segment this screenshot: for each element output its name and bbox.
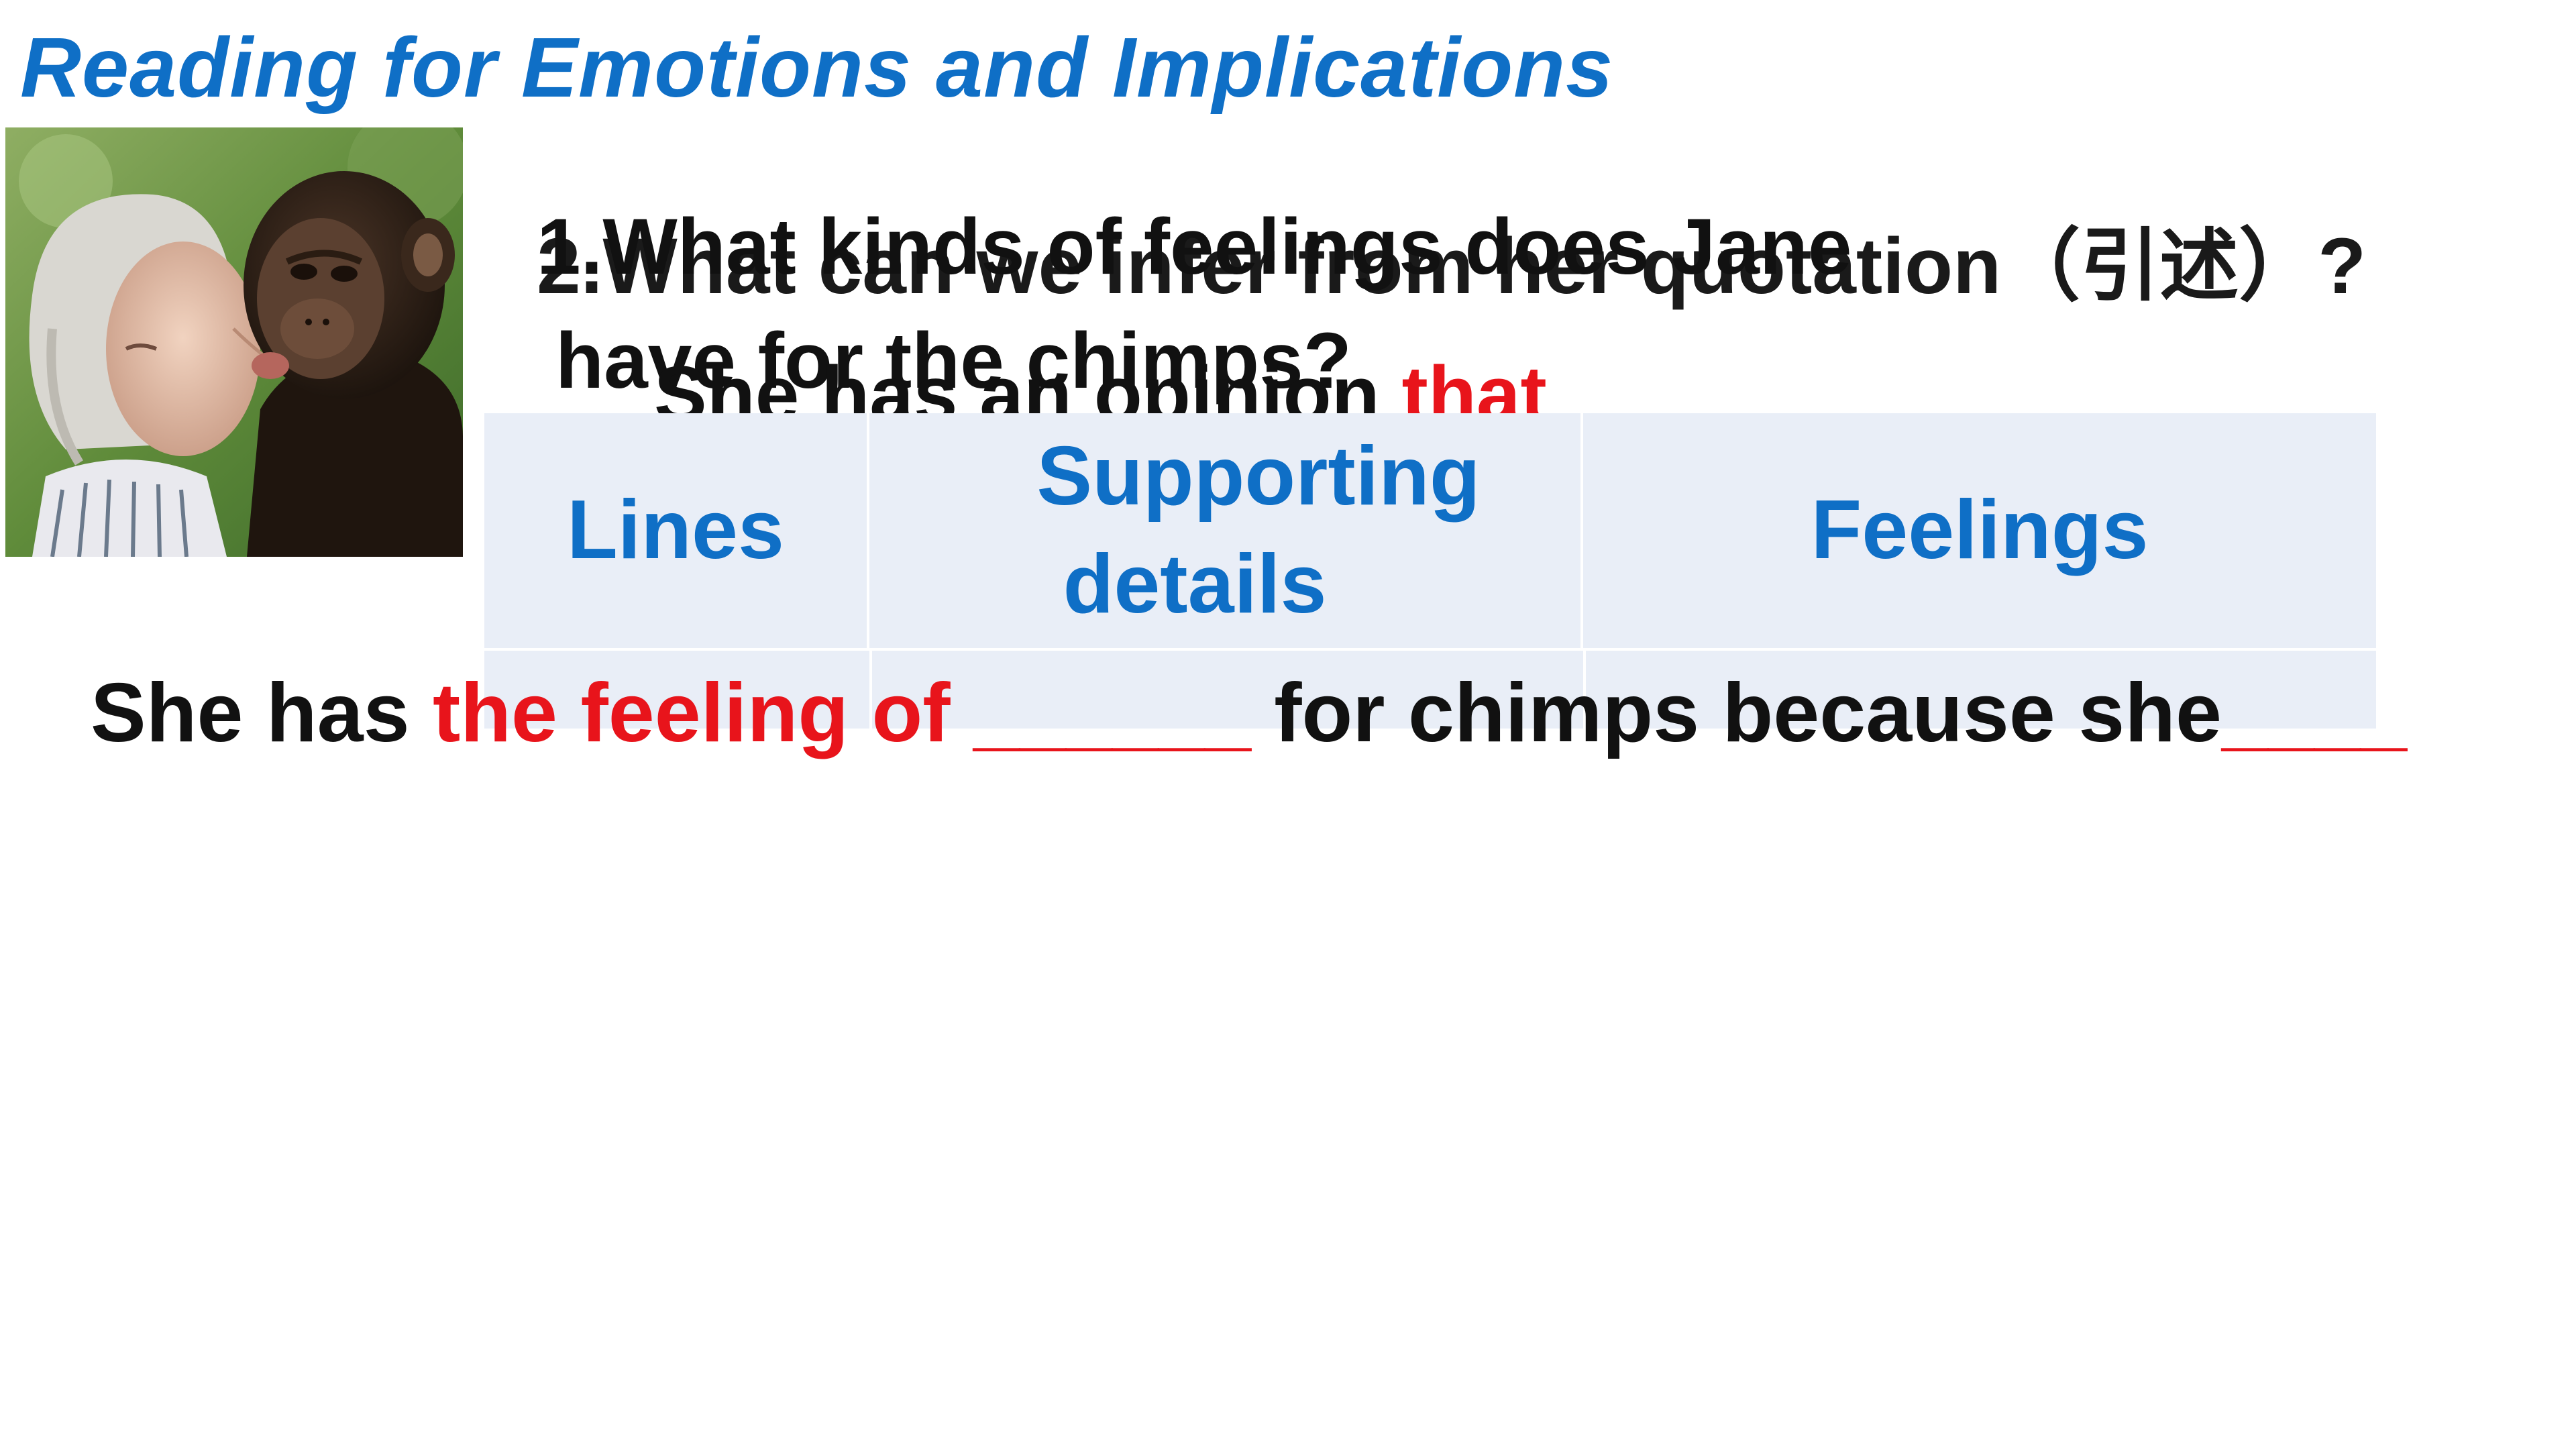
question-1-line-1: 1.What kinds of feelings does Jane <box>537 203 1852 291</box>
question-1-line-2: have for the chimps? <box>555 317 1352 405</box>
table-header-lines: Lines <box>484 413 869 648</box>
feelings-table: Lines Supporting details Feelings <box>484 413 2376 729</box>
slide-title: Reading for Emotions and Implications <box>20 20 1614 115</box>
feeling-highlight: the feeling of ______ <box>433 667 1251 759</box>
table-header-supporting-details: Supporting details <box>869 413 1583 648</box>
feeling-part2: for chimps because she <box>1250 667 2222 759</box>
table-header-feelings-label: Feelings <box>1811 484 2149 577</box>
feeling-sentence: She has the feeling of ______ for chimps… <box>91 665 2407 761</box>
table-column-divider <box>1583 651 1586 729</box>
question-2: 2.What can we infer from her quotation（引… <box>537 222 2367 311</box>
table-header-details-line-2: details <box>1063 538 1327 631</box>
feeling-part1: She has <box>91 667 433 759</box>
feeling-blank: ____ <box>2221 667 2407 759</box>
table-column-divider <box>869 651 872 729</box>
table-header-details-label: Supporting details <box>969 423 1480 639</box>
table-header-feelings: Feelings <box>1583 413 2376 648</box>
table-header-lines-label: Lines <box>567 484 784 577</box>
jane-and-chimp-photo <box>5 127 463 557</box>
table-row-divider <box>484 648 2376 651</box>
table-header-details-line-1: Supporting <box>1036 429 1481 523</box>
